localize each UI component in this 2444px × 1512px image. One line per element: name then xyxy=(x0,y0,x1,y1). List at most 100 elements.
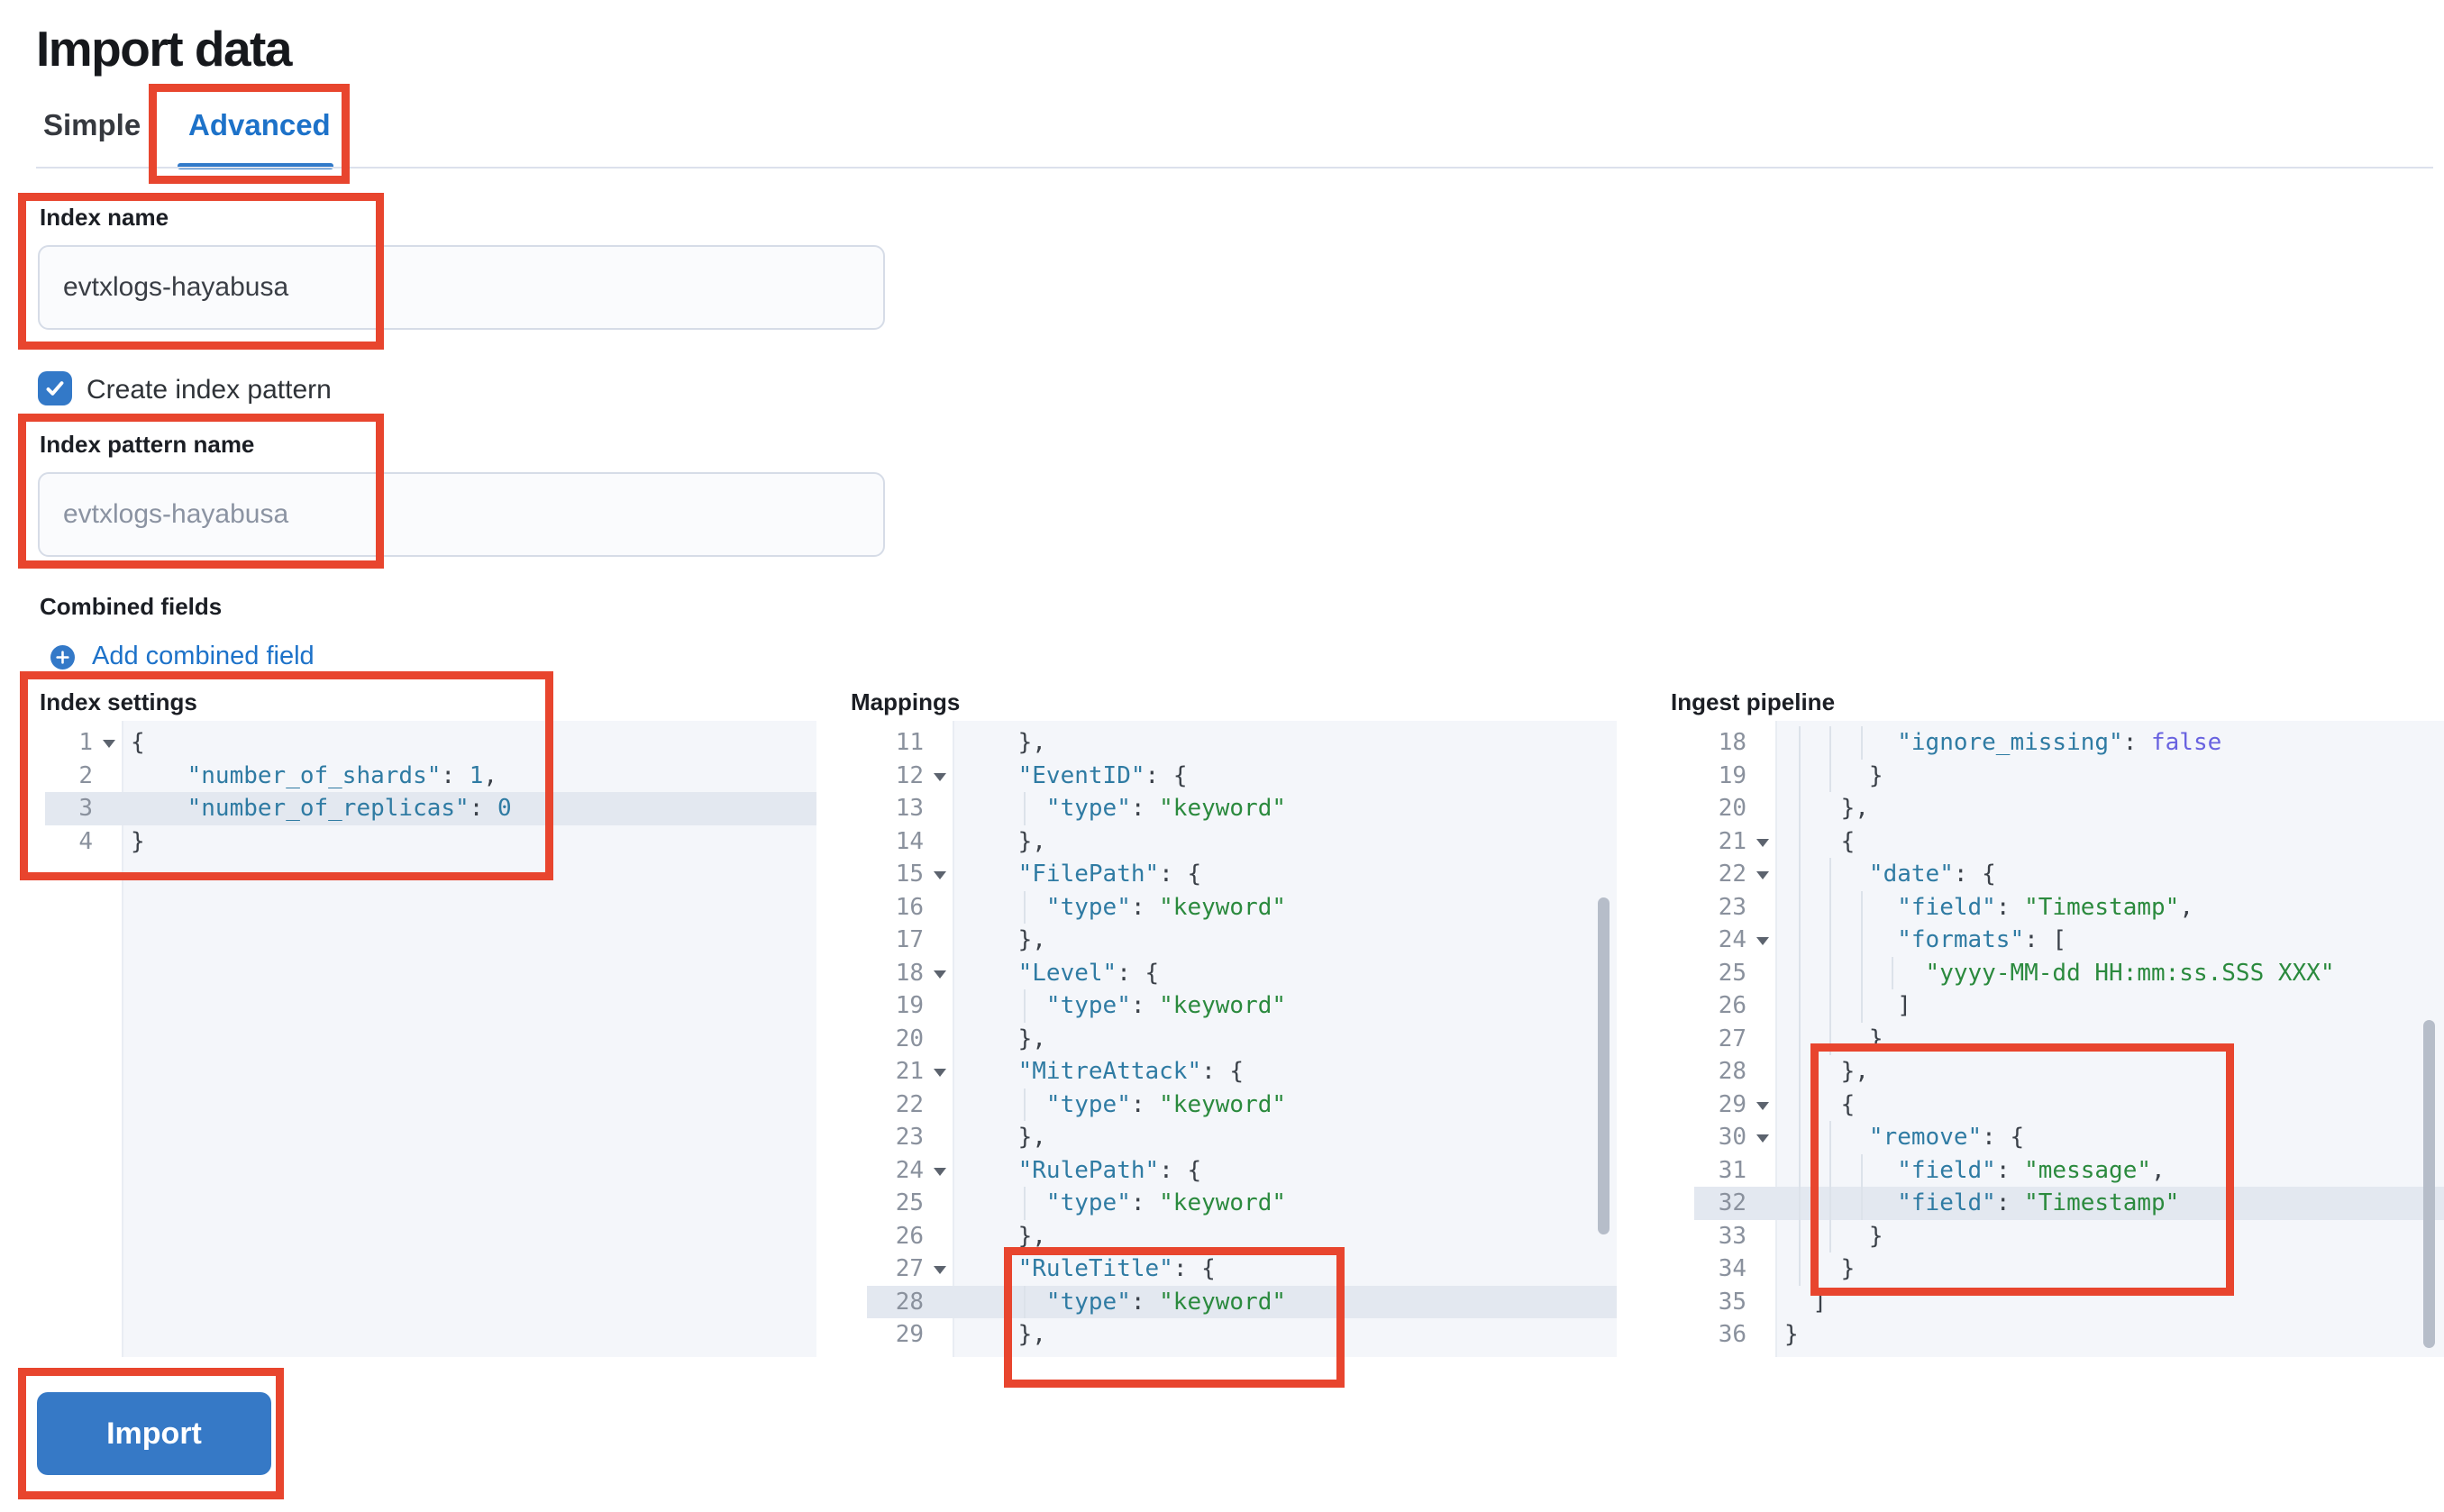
fold-arrow-icon[interactable] xyxy=(1756,871,1769,879)
indent-guide xyxy=(1829,759,1831,792)
indent-guide xyxy=(1829,858,1831,891)
code-line: 20 }, xyxy=(1694,792,2444,825)
code-line: 2 "number_of_shards": 1, xyxy=(45,760,816,793)
tab-simple[interactable]: Simple xyxy=(43,108,141,141)
plus-glyph xyxy=(56,651,69,664)
line-number: 34 xyxy=(1718,1255,1746,1282)
indent-guide xyxy=(1024,1187,1026,1220)
fold-arrow-icon[interactable] xyxy=(934,1167,946,1176)
indent-guide xyxy=(1861,924,1863,957)
code-line: 24 "formats": [ xyxy=(1694,924,2444,957)
code-text: }, xyxy=(1017,1124,1046,1151)
page-title: Import data xyxy=(36,21,292,77)
code-text: "remove": { xyxy=(1777,1121,2444,1154)
code-line: 20 }, xyxy=(867,1023,1617,1056)
indent-guide xyxy=(1861,956,1863,989)
line-number: 19 xyxy=(1718,761,1746,789)
code-text: }, xyxy=(1017,926,1046,953)
indent-guide xyxy=(1829,1121,1831,1154)
fold-arrow-icon[interactable] xyxy=(934,1266,946,1274)
line-number: 36 xyxy=(1718,1321,1746,1348)
create-index-pattern-checkbox[interactable] xyxy=(38,371,72,405)
code-text: "RuleTitle": { xyxy=(1017,1255,1216,1282)
indent-guide xyxy=(1024,792,1026,825)
create-index-pattern-label[interactable]: Create index pattern xyxy=(87,375,332,405)
code-text: "FilePath": { xyxy=(1017,861,1202,888)
import-button[interactable]: Import xyxy=(37,1392,271,1475)
code-text: "field": "Timestamp", xyxy=(1777,890,2444,924)
code-line: 13 "type": "keyword" xyxy=(867,792,1617,825)
line-number: 31 xyxy=(1718,1156,1746,1184)
indent-guide xyxy=(1024,890,1026,924)
mappings-editor[interactable]: 11 },12 "EventID": {13 "type": "keyword"… xyxy=(867,721,1617,1357)
fold-arrow-icon[interactable] xyxy=(103,740,115,748)
indent-guide xyxy=(1799,989,1801,1023)
line-number: 20 xyxy=(1718,795,1746,822)
indent-guide xyxy=(1829,1153,1831,1187)
code-text: }, xyxy=(1777,792,2444,825)
code-line: 34 } xyxy=(1694,1252,2444,1286)
line-number: 21 xyxy=(1694,825,1777,859)
index-name-label: Index name xyxy=(40,204,169,231)
tab-advanced[interactable]: Advanced xyxy=(188,108,331,141)
code-text: "field": "Timestamp" xyxy=(1777,1187,2444,1220)
line-number: 3 xyxy=(78,795,93,822)
add-combined-field-link[interactable]: Add combined field xyxy=(92,642,315,670)
editor-rows: 11 },12 "EventID": {13 "type": "keyword"… xyxy=(867,726,1617,1352)
line-number: 28 xyxy=(1718,1058,1746,1085)
code-text: }, xyxy=(1017,1321,1046,1348)
code-text: "date": { xyxy=(1777,858,2444,891)
line-number: 24 xyxy=(867,1154,954,1188)
indent-guide xyxy=(1829,1187,1831,1220)
code-text: }, xyxy=(1017,827,1046,855)
code-line: 25 "yyyy-MM-dd HH:mm:ss.SSS XXX" xyxy=(1694,956,2444,989)
index-name-input[interactable] xyxy=(38,245,885,330)
ingest-pipeline-scrollbar[interactable] xyxy=(2423,1020,2435,1348)
line-number: 22 xyxy=(895,1090,924,1118)
index-settings-editor[interactable]: 1{2 "number_of_shards": 1,3 "number_of_r… xyxy=(45,721,816,1357)
index-pattern-name-input[interactable] xyxy=(38,472,885,557)
fold-arrow-icon[interactable] xyxy=(934,871,946,879)
fold-arrow-icon[interactable] xyxy=(1756,937,1769,945)
plus-in-circle-icon[interactable] xyxy=(50,645,75,669)
code-text: "number_of_shards": 1, xyxy=(187,761,498,789)
code-text: } xyxy=(1777,1022,2444,1055)
indent-guide xyxy=(1024,1285,1026,1318)
index-pattern-name-label: Index pattern name xyxy=(40,431,255,458)
fold-arrow-icon[interactable] xyxy=(1756,1101,1769,1110)
line-number: 26 xyxy=(895,1222,924,1250)
code-line: 27 "RuleTitle": { xyxy=(867,1252,1617,1286)
editor-gutter xyxy=(867,721,954,1357)
code-text: } xyxy=(1784,1321,1799,1348)
line-number: 18 xyxy=(867,957,954,990)
fold-arrow-icon[interactable] xyxy=(934,772,946,781)
fold-arrow-icon[interactable] xyxy=(934,970,946,979)
line-number: 25 xyxy=(895,1189,924,1216)
mappings-scrollbar[interactable] xyxy=(1598,897,1610,1234)
code-line: 35 ] xyxy=(1694,1286,2444,1319)
fold-arrow-icon[interactable] xyxy=(934,1069,946,1077)
mappings-label: Mappings xyxy=(851,688,961,715)
code-line: 1{ xyxy=(45,726,816,760)
code-text: } xyxy=(1777,1219,2444,1252)
indent-guide xyxy=(1799,956,1801,989)
code-text: "type": "keyword" xyxy=(954,1187,1617,1220)
line-number: 14 xyxy=(895,827,924,855)
line-number: 24 xyxy=(1694,924,1777,957)
line-number: 30 xyxy=(1694,1121,1777,1154)
indent-guide xyxy=(1799,759,1801,792)
fold-arrow-icon[interactable] xyxy=(1756,838,1769,847)
indent-guide xyxy=(1829,989,1831,1023)
active-tab-underline xyxy=(178,163,333,169)
indent-guide xyxy=(1799,858,1801,891)
code-text: } xyxy=(131,827,145,855)
fold-arrow-icon[interactable] xyxy=(1756,1134,1769,1143)
line-number: 19 xyxy=(895,992,924,1019)
code-text: } xyxy=(1777,759,2444,792)
code-line: 28 }, xyxy=(1694,1055,2444,1088)
indent-guide xyxy=(1799,792,1801,825)
indent-guide xyxy=(1861,989,1863,1023)
